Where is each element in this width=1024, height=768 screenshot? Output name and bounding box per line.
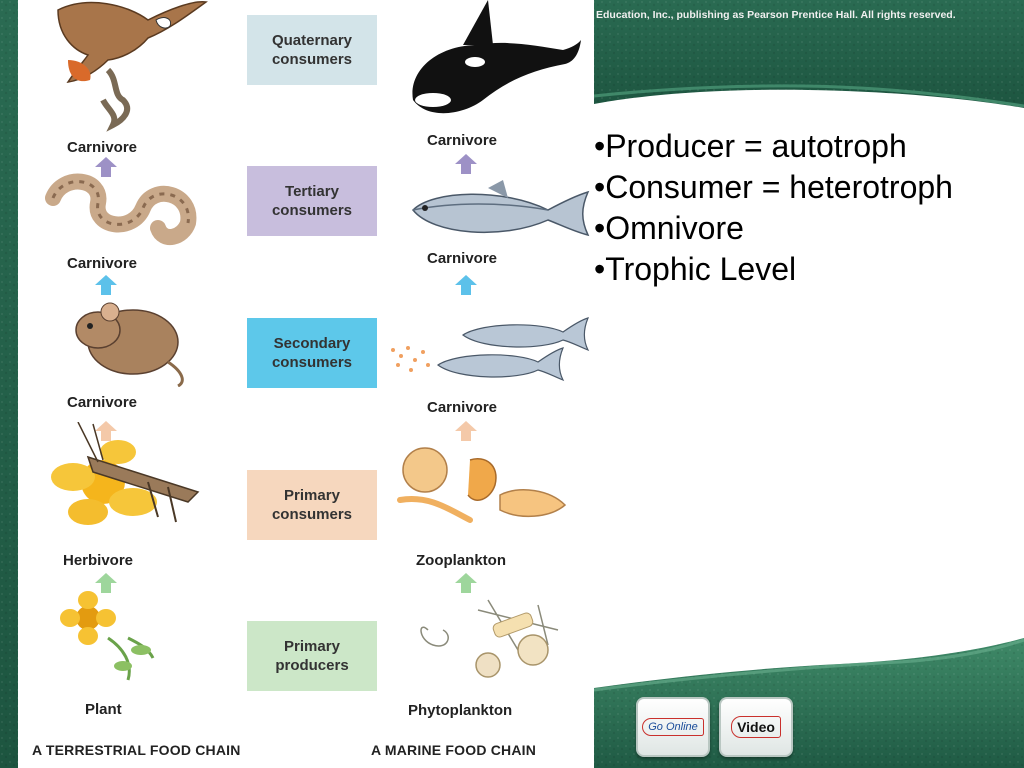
marine-label-producer: Phytoplankton: [408, 702, 513, 719]
arrow-shape: [95, 157, 117, 177]
arrow-shape: [455, 573, 477, 593]
level-box-primary-consumers: Primary consumers: [247, 470, 377, 540]
snake-illustration: [45, 173, 197, 245]
arrow-shape: [455, 421, 477, 441]
terrestrial-label-secondary: Carnivore: [67, 394, 138, 411]
marine-label-secondary: Carnivore: [427, 399, 498, 416]
marine-label-quaternary: Carnivore: [427, 132, 498, 149]
arrow-shape: [95, 573, 117, 593]
marine-label-primary-consumer: Zooplankton: [416, 552, 506, 569]
bullet-trophic-level: •Trophic Level: [594, 251, 797, 287]
terrestrial-label-producer: Plant: [85, 701, 122, 718]
arrow-shape: [95, 275, 117, 295]
bullet-producer: •Producer = autotroph: [594, 128, 907, 164]
video-label: Video: [731, 716, 781, 738]
terrestrial-label-primary-consumer: Herbivore: [63, 552, 134, 569]
level-box-quaternary: Quaternary consumers: [247, 15, 377, 85]
arrow-marine-2: [455, 275, 477, 295]
bullet-omnivore: •Omnivore: [594, 210, 744, 246]
zooplankton-illustration: [397, 447, 567, 523]
hawk-illustration: [57, 1, 208, 132]
phytoplankton-illustration: [420, 599, 559, 678]
orca-illustration: [412, 0, 581, 114]
tuna-illustration: [411, 180, 590, 237]
arrow-shape: [455, 275, 477, 295]
food-chain-figure: Quaternary consumers Tertiary consumers …: [18, 0, 594, 768]
terrestrial-label-quaternary: Carnivore: [67, 139, 138, 156]
arrow-marine-4: [455, 573, 477, 593]
arrow-terrestrial-1: [95, 157, 117, 177]
video-button[interactable]: Video: [719, 697, 793, 757]
arrow-terrestrial-3: [95, 421, 117, 441]
level-box-tertiary: Tertiary consumers: [247, 166, 377, 236]
arrow-terrestrial-2: [95, 275, 117, 295]
arrow-shape: [455, 154, 477, 174]
copyright-notice: Education, Inc., publishing as Pearson P…: [596, 9, 956, 21]
arrow-marine-1: [455, 154, 477, 174]
grasshopper-flower-illustration: [51, 422, 200, 525]
terrestrial-label-tertiary: Carnivore: [67, 255, 138, 272]
plant-illustration: [60, 591, 155, 681]
arrow-shape: [95, 421, 117, 441]
marine-chain-title: A MARINE FOOD CHAIN: [371, 742, 537, 758]
key-terms-list: •Producer = autotroph •Consumer = hetero…: [594, 126, 953, 290]
go-online-label: Go Online: [642, 718, 704, 736]
marine-label-tertiary: Carnivore: [427, 250, 498, 267]
go-online-button[interactable]: Go Online: [636, 697, 710, 757]
small-fish-illustration: [391, 317, 590, 382]
level-box-primary-producers: Primary producers: [247, 621, 377, 691]
arrow-marine-3: [455, 421, 477, 441]
level-box-secondary: Secondary consumers: [247, 318, 377, 388]
mouse-illustration: [75, 302, 184, 387]
bullet-consumer: •Consumer = heterotroph: [594, 169, 953, 205]
arrow-terrestrial-4: [95, 573, 117, 593]
terrestrial-chain-title: A TERRESTRIAL FOOD CHAIN: [32, 742, 241, 758]
